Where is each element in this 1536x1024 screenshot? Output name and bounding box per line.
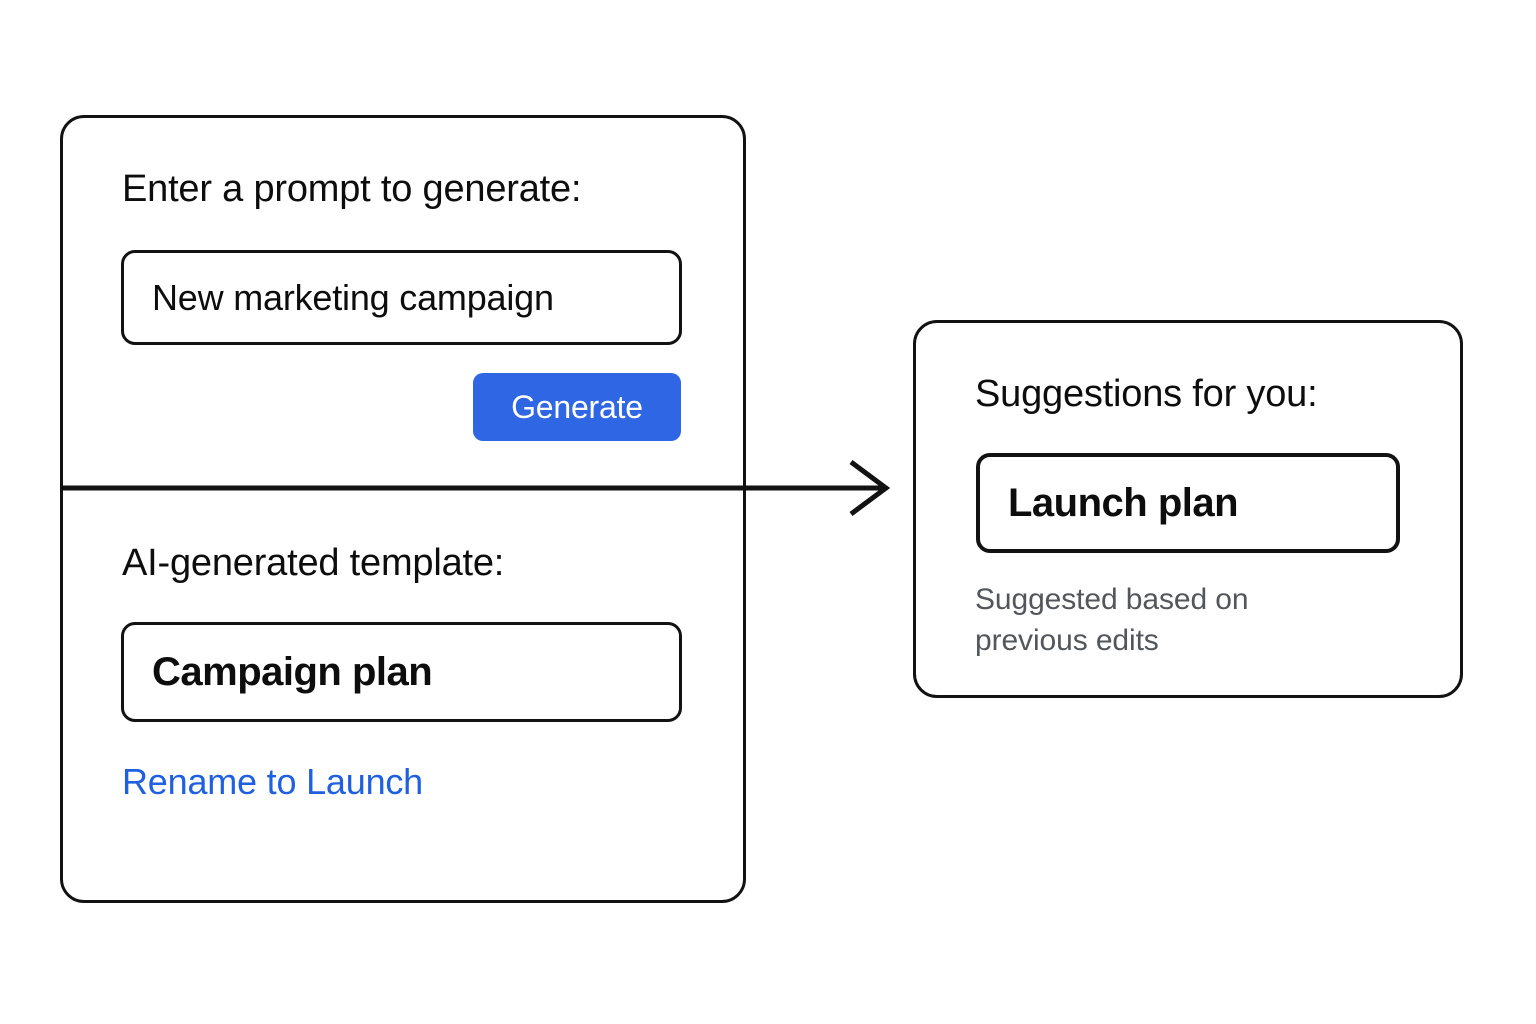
rename-to-launch-link[interactable]: Rename to Launch — [122, 761, 424, 802]
prompt-input[interactable]: New marketing campaign — [121, 250, 682, 345]
prompt-heading: Enter a prompt to generate: — [122, 168, 582, 210]
suggestion-chip-label: Launch plan — [1008, 481, 1239, 525]
generator-card — [60, 115, 746, 903]
suggestion-note: Suggested based on previous edits — [975, 583, 1249, 657]
suggestion-chip[interactable]: Launch plan — [976, 453, 1400, 553]
template-chip-label: Campaign plan — [152, 650, 433, 694]
suggestions-heading: Suggestions for you: — [975, 373, 1318, 415]
template-chip[interactable]: Campaign plan — [121, 622, 682, 722]
template-heading: AI-generated template: — [122, 542, 505, 584]
generate-button[interactable]: Generate — [473, 373, 681, 441]
prompt-input-value: New marketing campaign — [152, 276, 554, 318]
